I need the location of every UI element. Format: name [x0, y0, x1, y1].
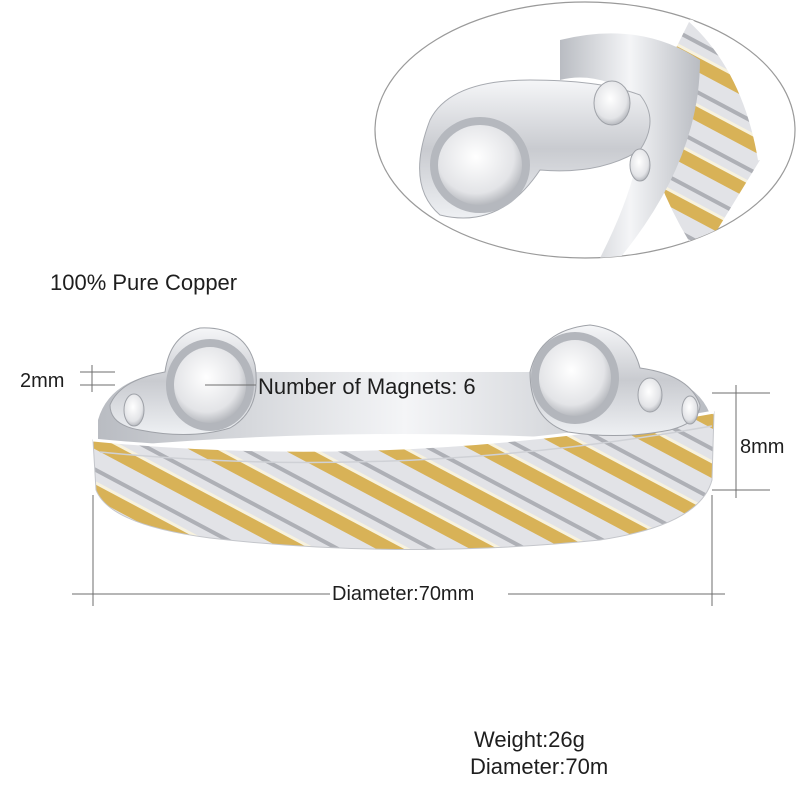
- spec-weight: Weight:26g: [474, 727, 585, 752]
- magnet-icon: [593, 80, 631, 126]
- magnet-icon: [539, 340, 611, 416]
- dimension-lines: [72, 365, 770, 606]
- magnet-icon: [438, 125, 522, 205]
- material-label: 100% Pure Copper: [50, 270, 238, 295]
- magnet-icon: [123, 393, 145, 427]
- diameter-dimension-label: Diameter:70mm: [332, 583, 475, 605]
- magnet-icon: [629, 148, 651, 182]
- magnet-icon: [637, 377, 663, 413]
- thickness-label: 2mm: [20, 370, 65, 392]
- magnet-icon: [681, 395, 699, 425]
- spec-diameter: Diameter:70m: [470, 754, 609, 779]
- bangle: [92, 324, 715, 550]
- width-label: 8mm: [740, 436, 785, 458]
- magnets-label: Number of Magnets: 6: [258, 374, 476, 399]
- detail-zoom: [374, 1, 796, 259]
